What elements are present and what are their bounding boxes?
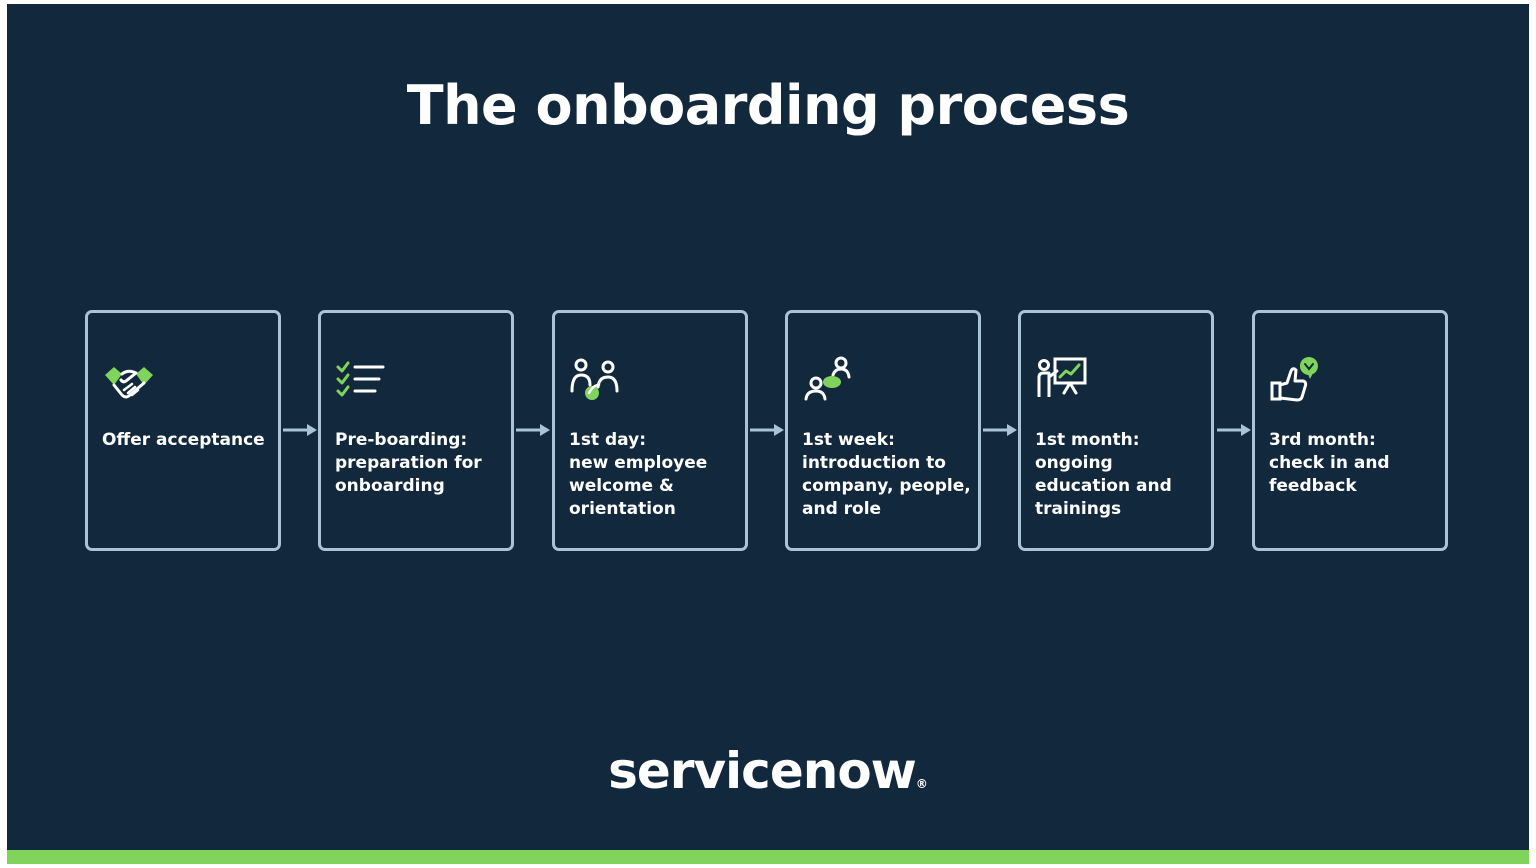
step-label: 3rd month: check in and feedback <box>1269 430 1390 496</box>
checklist-icon <box>336 361 385 397</box>
brand-accent-bar <box>7 850 1529 864</box>
step-pre-boarding: Pre-boarding: preparation for onboarding <box>318 310 514 551</box>
arrow-right-icon <box>983 424 1017 436</box>
step-first-month: 1st month: ongoing education and trainin… <box>1018 310 1214 551</box>
step-label: 1st day: new employee welcome & orientat… <box>569 430 708 519</box>
registered-mark: ® <box>915 777 928 791</box>
slide: The onboarding process Offer acceptance … <box>7 4 1529 864</box>
step-label: Offer acceptance <box>102 430 265 450</box>
step-first-day: 1st day: new employee welcome & orientat… <box>552 310 748 551</box>
step-label: Pre-boarding: preparation for onboarding <box>335 430 482 496</box>
arrow-right-icon <box>283 424 317 436</box>
arrow-right-icon <box>1217 424 1251 436</box>
presentation-icon <box>1037 357 1087 397</box>
step-first-week: 1st week: introduction to company, peopl… <box>785 310 981 551</box>
servicenow-logo: servicenow® <box>7 742 1529 800</box>
people-chat-icon <box>804 356 851 401</box>
people-welcome-icon <box>570 358 619 400</box>
thumbs-up-feedback-icon <box>1270 357 1318 402</box>
step-label: 1st week: introduction to company, peopl… <box>802 430 971 519</box>
logo-wordmark: servicenow <box>608 742 917 800</box>
arrow-right-icon <box>516 424 550 436</box>
step-third-month: 3rd month: check in and feedback <box>1252 310 1448 551</box>
step-offer-acceptance: Offer acceptance <box>85 310 281 551</box>
handshake-icon <box>105 367 153 399</box>
arrow-right-icon <box>750 424 784 436</box>
step-label: 1st month: ongoing education and trainin… <box>1035 430 1172 519</box>
slide-title: The onboarding process <box>406 74 1130 137</box>
